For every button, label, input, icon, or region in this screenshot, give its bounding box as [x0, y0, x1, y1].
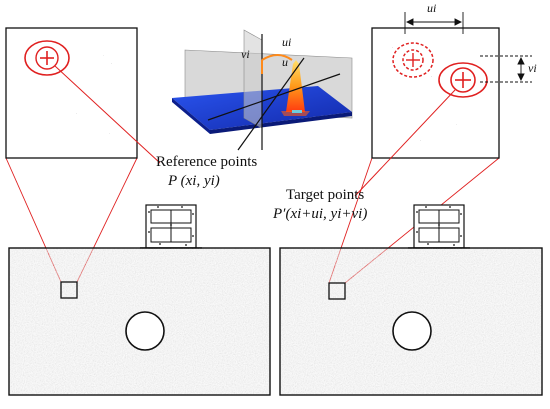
dimension-label-ui: ui [427, 1, 437, 15]
loading-frame-icon [140, 204, 202, 249]
target-points-title: Target points [286, 187, 365, 203]
surface-label-u: u [282, 55, 288, 69]
circular-hole-icon [392, 311, 432, 351]
target-markers [354, 42, 488, 197]
displacement-dimensions [404, 12, 532, 83]
reference-specimen [8, 247, 271, 396]
reference-marker [24, 40, 161, 164]
surface-label-ui: ui [282, 35, 292, 49]
target-roi-box [328, 282, 346, 300]
crosshair-icon [406, 53, 420, 67]
reference-points-title: Reference points [156, 154, 258, 170]
reference-zoom-image [5, 27, 138, 159]
original-position-marker [392, 42, 434, 78]
target-specimen [279, 247, 543, 396]
reference-roi-box [60, 281, 78, 299]
crosshair-icon [40, 51, 54, 65]
circular-hole-icon [125, 311, 165, 351]
loading-frame-icon [408, 204, 470, 249]
reference-points-formula: P (xi, yi) [168, 173, 220, 189]
crosshair-icon [455, 72, 471, 88]
target-points-formula: P′(xi+ui, yi+vi) [273, 206, 368, 222]
dimension-label-vi: vi [528, 61, 537, 75]
surface-label-vi: vi [241, 47, 250, 61]
displaced-position-marker [438, 62, 488, 98]
correlation-surface-plot [172, 29, 353, 151]
